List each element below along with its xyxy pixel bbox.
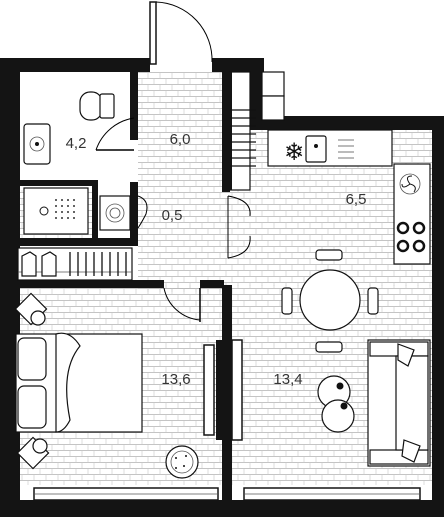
bedroom-hangers (69, 252, 127, 276)
washing-machine (99, 195, 131, 231)
coffee-tables (317, 375, 355, 433)
window-living-room (243, 487, 421, 501)
bedroom-wardrobe (17, 247, 133, 281)
walls (0, 58, 444, 517)
hangers (230, 109, 256, 167)
folded-shirts (21, 251, 57, 277)
sofa (367, 339, 431, 467)
room-area-bathroom: 4,2 (66, 135, 87, 152)
bed (15, 332, 143, 433)
shower-drain-dots (55, 199, 75, 219)
range-hood-fan (399, 173, 421, 195)
hallway-wardrobe (226, 71, 285, 191)
bathroom-door (95, 117, 135, 151)
dining-table (281, 249, 379, 353)
lamp-bottom (16, 436, 50, 470)
cooktop (396, 221, 426, 253)
room-area-hallway: 6,0 (170, 131, 191, 148)
closet-door (137, 195, 148, 229)
room-area-living-room: 13,4 (273, 371, 302, 388)
lamp-top (14, 292, 48, 326)
room-area-closet: 0,5 (162, 207, 183, 224)
room-area-bedroom: 13,6 (161, 371, 190, 388)
snowflake-icon: ❄ (284, 138, 304, 166)
entrance-door (149, 1, 213, 65)
bedroom-door (163, 287, 201, 322)
room-area-kitchen: 6,5 (346, 191, 367, 208)
window-bedroom (33, 487, 219, 501)
pouf (165, 445, 199, 479)
kitchen-door (227, 195, 251, 259)
